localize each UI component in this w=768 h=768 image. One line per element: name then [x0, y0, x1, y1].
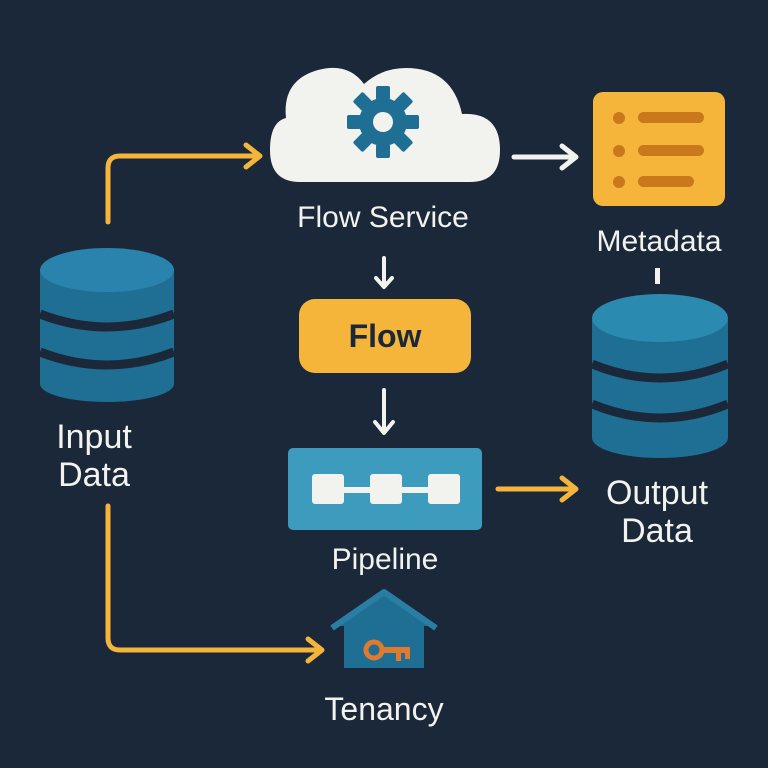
flow-node: Flow — [299, 299, 471, 373]
edge-flow-service-to-metadata — [511, 143, 579, 171]
database-icon — [590, 294, 730, 458]
label-line: Output — [605, 474, 709, 512]
node-label-input-data: Input Data — [38, 418, 150, 494]
edge-metadata-to-output — [655, 268, 660, 284]
node-label-tenancy: Tenancy — [324, 691, 444, 727]
node-label-pipeline: Pipeline — [331, 543, 439, 576]
edge-input-to-tenancy — [105, 503, 325, 664]
label-line: Input — [56, 418, 132, 456]
label-line: Data — [621, 512, 693, 550]
pipeline-icon — [288, 448, 482, 530]
node-label-flow-service: Flow Service — [297, 201, 469, 234]
node-label-flow: Flow — [348, 317, 422, 354]
label-line: Data — [58, 456, 130, 494]
edge-input-to-flow-service — [105, 142, 263, 225]
database-icon — [38, 248, 176, 402]
house-key-icon — [330, 589, 438, 668]
node-label-metadata: Metadata — [596, 225, 722, 258]
document-list-icon — [593, 92, 725, 206]
edge-flow-to-pipeline — [373, 388, 395, 435]
edge-flow-service-to-flow — [374, 256, 394, 289]
node-label-output-data: Output Data — [580, 474, 734, 550]
edge-pipeline-to-output — [495, 475, 579, 503]
cloud-gear-icon — [270, 67, 500, 182]
